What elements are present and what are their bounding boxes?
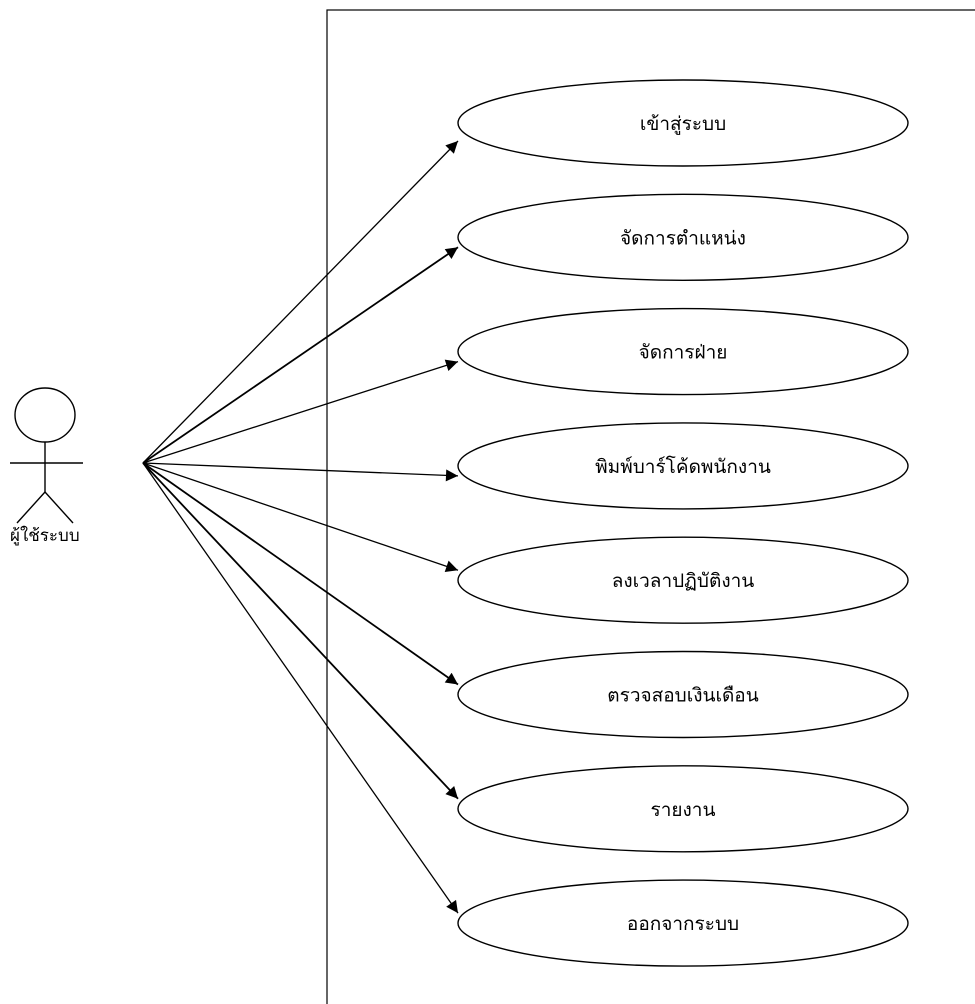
actor: ผู้ใช้ระบบ [10,387,83,546]
use-case-check-salary[interactable]: ตรวจสอบเงินเดือน [457,650,909,739]
actor-right-leg [44,491,74,524]
use-case-ellipse [457,536,909,624]
system-boundary [326,9,975,1004]
actor-left-leg [16,491,46,524]
use-case-ellipse [457,765,909,853]
use-case-label: ลงเวลาปฏิบัติงาน [612,570,755,592]
association-logout [142,462,459,914]
use-case-logout[interactable]: ออกจากระบบ [457,879,909,967]
association-manage-position [142,246,459,464]
use-case-report[interactable]: รายงาน [457,765,909,853]
use-case-label: จัดการตำแหน่ง [620,227,746,249]
association-login [142,140,459,464]
association-manage-department [142,359,459,464]
use-case-ellipse [457,193,909,282]
actor-label: ผู้ใช้ระบบ [10,525,80,546]
use-case-manage-department[interactable]: จัดการฝ่าย [457,307,909,396]
use-case-label: เข้าสู่ระบบ [640,113,726,135]
associations [142,140,459,914]
use-case-label: พิมพ์บาร์โค้ดพนักงาน [595,455,771,478]
use-case-ellipse [457,879,909,967]
use-case-print-employee-barcode[interactable]: พิมพ์บาร์โค้ดพนักงาน [457,422,909,510]
association-report [142,462,459,800]
use-case-ellipse [457,307,909,396]
use-case-ellipse [457,422,909,510]
use-case-label: รายงาน [651,799,716,821]
use-case-clock-in[interactable]: ลงเวลาปฏิบัติงาน [457,536,909,624]
use-case-login[interactable]: เข้าสู่ระบบ [457,79,909,167]
association-check-salary [142,462,459,686]
actor-head [14,387,76,443]
use-cases: เข้าสู่ระบบจัดการตำแหน่งจัดการฝ่ายพิมพ์บ… [457,79,909,967]
use-case-manage-position[interactable]: จัดการตำแหน่ง [457,193,909,282]
use-case-ellipse [457,79,909,167]
use-case-ellipse [457,650,909,739]
association-clock-in [142,462,459,573]
association-print-employee-barcode [142,462,459,482]
use-case-label: ออกจากระบบ [627,913,739,935]
use-case-label: จัดการฝ่าย [639,342,728,364]
use-case-label: ตรวจสอบเงินเดือน [607,685,758,707]
